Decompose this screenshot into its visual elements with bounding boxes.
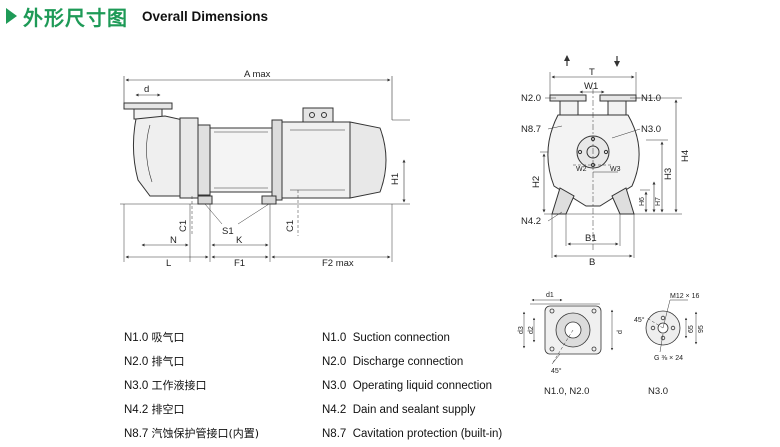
- label-d: d: [144, 84, 149, 95]
- label-n: N: [170, 235, 177, 246]
- label-a-max: A max: [244, 69, 271, 80]
- label-flange-d: d: [617, 330, 624, 334]
- legend-cn-row: N4.2 排空口: [124, 403, 185, 416]
- label-h3: H3: [663, 168, 674, 180]
- triangle-bullet-icon: [6, 8, 17, 24]
- label-l: L: [166, 258, 171, 269]
- legend-cn-row: N1.0 吸气口: [124, 331, 185, 344]
- label-b1: B1: [585, 233, 597, 244]
- front-view-labels: T W1 N2.0 N1.0 N8.7 N3.0 H4 H2 H3 W2 W3 …: [521, 67, 691, 268]
- caption-port: N3.0: [648, 386, 668, 397]
- legend-chinese: N1.0 吸气口 N2.0 排气口 N3.0 工作液接口 N4.2 排空口 N8…: [124, 326, 259, 446]
- label-port-angle: 45°: [634, 316, 645, 324]
- label-h7: H7: [655, 197, 662, 206]
- label-flange-angle: 45°: [551, 367, 562, 375]
- flange-detail-labels: d1 d3 d2 d 45° N1.0, N2.0: [518, 292, 624, 397]
- label-k: K: [236, 235, 243, 246]
- legend-cn-row: N2.0 排气口: [124, 355, 185, 368]
- legend-cn-row: N3.0 工作液接口: [124, 379, 207, 392]
- legend-en-row: N8.7 Cavitation protection (built-in): [322, 428, 503, 440]
- legend-en-row: N3.0 Operating liquid connection: [322, 380, 493, 392]
- label-c1-right: C1: [285, 220, 296, 232]
- legend-en-row: N1.0 Suction connection: [322, 332, 450, 344]
- label-h6: H6: [639, 197, 646, 206]
- label-flange-d3: d3: [518, 326, 525, 334]
- label-w1: W1: [584, 81, 598, 92]
- caption-flange: N1.0, N2.0: [544, 386, 589, 397]
- title-english: Overall Dimensions: [142, 8, 269, 24]
- legend-en-row: N2.0 Discharge connection: [322, 356, 464, 368]
- side-view: [120, 76, 410, 262]
- label-flange-d1: d1: [546, 292, 554, 299]
- label-n1: N1.0: [641, 93, 661, 104]
- label-w3: W3: [610, 166, 621, 173]
- label-f1: F1: [234, 258, 245, 269]
- label-port-65: 65: [688, 325, 695, 333]
- label-t: T: [589, 67, 595, 78]
- label-n2: N2.0: [521, 93, 541, 104]
- label-c1-left: C1: [178, 220, 189, 232]
- label-h4: H4: [680, 150, 691, 162]
- legend-cn-row: N8.7 汽蚀保护管接口(内置): [124, 427, 260, 440]
- label-port-thread: M12 × 16: [670, 293, 699, 300]
- label-port-95: 95: [698, 325, 705, 333]
- label-h1: H1: [390, 173, 401, 185]
- label-n3: N3.0: [641, 124, 661, 135]
- section-header: 外形尺寸图 Overall Dimensions: [6, 3, 269, 30]
- label-port-pipe: G ⅜ × 24: [654, 355, 683, 362]
- flange-detail: [522, 298, 614, 365]
- front-view: [540, 55, 682, 258]
- label-b: B: [589, 257, 595, 268]
- label-w2: W2: [576, 166, 587, 173]
- legend-en-row: N4.2 Dain and sealant supply: [322, 404, 476, 416]
- legend-english: N1.0 Suction connection N2.0 Discharge c…: [322, 326, 502, 446]
- label-h2: H2: [531, 176, 542, 188]
- label-n42: N4.2: [521, 216, 541, 227]
- label-flange-d2: d2: [528, 326, 535, 334]
- port-detail: [645, 299, 698, 353]
- label-s1: S1: [222, 226, 234, 237]
- title-chinese: 外形尺寸图: [23, 5, 128, 30]
- label-n87: N8.7: [521, 124, 541, 135]
- label-f2-max: F2 max: [322, 258, 354, 269]
- port-detail-labels: M12 × 16 45° 65 95 G ⅜ × 24 N3.0: [634, 293, 705, 397]
- side-view-labels: A max d H1 C1 C1 S1 N K L F1 F2 max: [144, 69, 401, 269]
